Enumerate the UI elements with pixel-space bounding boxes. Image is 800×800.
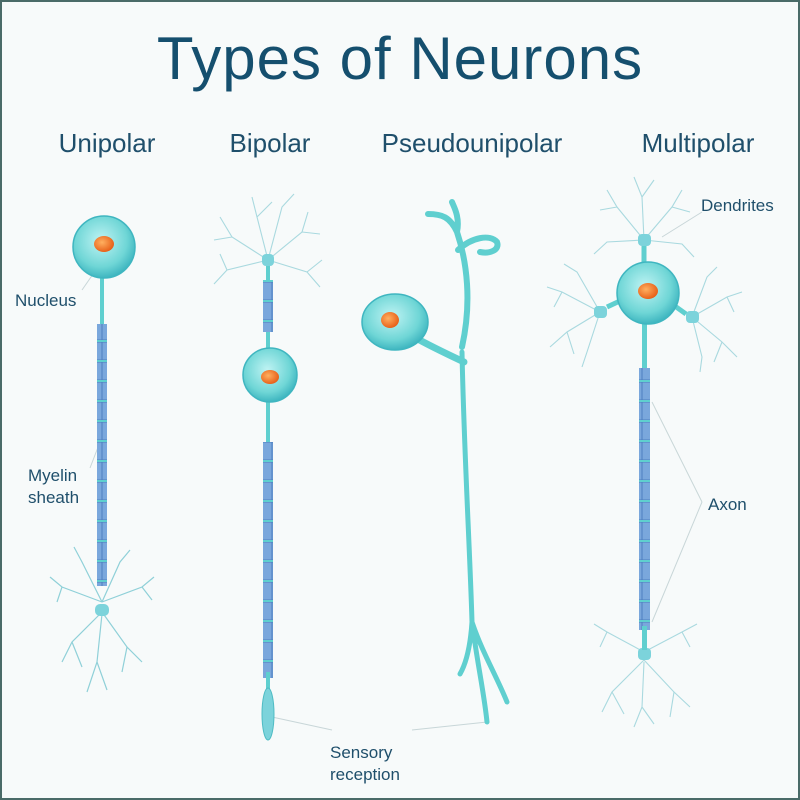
leader-lines [81,211,703,731]
column-heading-bipolar: Bipolar [229,128,311,158]
page-title: Types of Neurons [156,25,644,92]
pseudounipolar-nucleus [381,312,399,328]
column-heading-pseudounipolar: Pseudounipolar [381,128,563,158]
unipolar-axon-terminals-icon [49,546,155,693]
nucleus-label: Nucleus [15,291,77,310]
pseudounipolar-central-branch [457,349,510,725]
bipolar-dendrites-icon [213,193,323,288]
column-heading-unipolar: Unipolar [58,128,156,158]
sensory-label-line1: Sensory [330,743,393,762]
unipolar-neuron [49,215,155,693]
dendrites-label: Dendrites [701,196,774,215]
sensory-label-line2: reception [330,765,400,784]
bipolar-nucleus [261,370,279,384]
multipolar-dendrites-icon [546,176,743,728]
myelin-label-line1: Myelin [28,466,78,485]
unipolar-nucleus [94,236,114,252]
multipolar-nucleus [638,283,658,299]
axon-label: Axon [708,495,747,514]
column-heading-multipolar: Multipolar [641,128,755,158]
pseudounipolar-neuron [361,199,510,725]
bipolar-sensory-ending [261,687,275,741]
multipolar-neuron [546,176,743,728]
bipolar-neuron [213,193,323,741]
myelin-label-line2: sheath [28,488,80,507]
pseudounipolar-peripheral-branch [425,199,501,350]
unipolar-terminal-node [95,604,109,616]
